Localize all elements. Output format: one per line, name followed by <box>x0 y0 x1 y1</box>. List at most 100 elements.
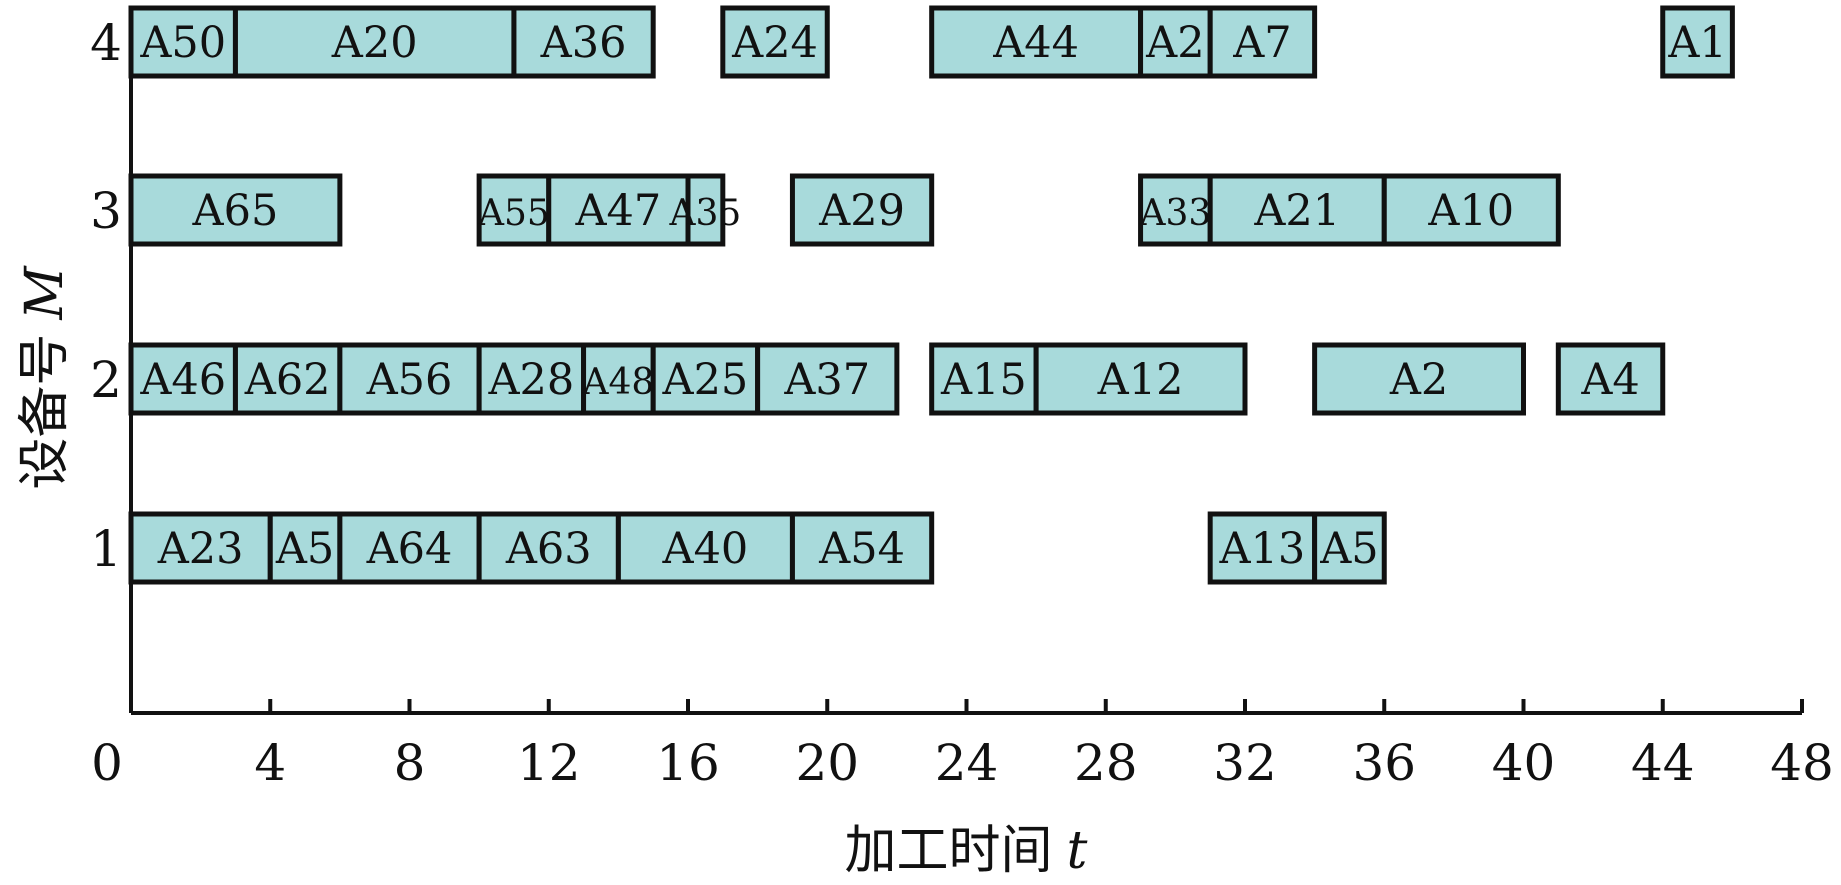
task-label: A4 <box>1580 355 1639 405</box>
x-tick-label: 20 <box>795 734 859 792</box>
task-label: A21 <box>1253 186 1340 236</box>
task-label: A63 <box>505 524 592 574</box>
x-tick-label: 16 <box>656 734 720 792</box>
y-tick-label: 3 <box>90 182 122 240</box>
task-bar-group: A25 <box>650 342 761 416</box>
task-bar <box>337 342 482 416</box>
task-bar-group: A12 <box>1033 342 1248 416</box>
x-tick-label: 0 <box>91 734 123 792</box>
task-bar <box>755 342 900 416</box>
x-tick-label: 8 <box>394 734 426 792</box>
y-axis-ticks: 1 2 3 4 <box>90 14 122 578</box>
task-bar <box>720 5 830 79</box>
task-label: A36 <box>540 18 627 68</box>
task-bar-group: A15 <box>929 342 1039 416</box>
task-bar <box>581 342 656 416</box>
x-tick-label: 4 <box>254 734 286 792</box>
task-bar-group: A47 <box>546 173 691 247</box>
task-bar-group: A10 <box>1381 173 1561 247</box>
task-bar-group: A13 <box>1207 511 1318 585</box>
task-bar-group: A1 <box>1660 5 1735 79</box>
task-bar-group: A23 <box>128 511 273 585</box>
task-bar <box>1138 173 1213 247</box>
x-tick-label: 12 <box>517 734 581 792</box>
x-tick-label: 24 <box>935 734 999 792</box>
task-bar-group: A37 <box>755 342 900 416</box>
task-label: A25 <box>662 355 749 405</box>
task-bar-group: A4 <box>1555 342 1666 416</box>
task-label: A37 <box>783 355 870 405</box>
task-bar-group: A2 <box>1138 5 1213 79</box>
task-bar <box>476 173 552 247</box>
task-bar-group: A54 <box>789 511 935 585</box>
task-label: A15 <box>940 355 1027 405</box>
task-label: A24 <box>731 18 818 68</box>
task-label: A40 <box>662 524 749 574</box>
task-bar <box>789 173 935 247</box>
task-bar-group: A33 <box>1138 173 1213 247</box>
task-bar <box>128 342 238 416</box>
task-label: A2 <box>1389 355 1448 405</box>
task-bar-group: A2 <box>1312 342 1526 416</box>
task-label: A5 <box>275 524 334 574</box>
task-bar-group: A5 <box>1312 511 1387 585</box>
task-label: A29 <box>818 186 905 236</box>
task-label: A44 <box>992 18 1079 68</box>
task-bar <box>1033 342 1248 416</box>
task-label: A23 <box>157 524 244 574</box>
y-tick-label: 4 <box>90 14 122 72</box>
task-bar <box>1312 511 1387 585</box>
task-bar <box>929 5 1144 79</box>
task-label: A13 <box>1219 524 1306 574</box>
task-label: A54 <box>818 524 905 574</box>
task-bar <box>232 5 517 79</box>
y-tick-label: 1 <box>90 520 122 578</box>
task-label: A62 <box>244 355 331 405</box>
task-bar-group: A56 <box>337 342 482 416</box>
task-bar <box>789 511 935 585</box>
task-bar <box>232 342 343 416</box>
task-bar <box>511 5 656 79</box>
task-bar-group: A64 <box>337 511 482 585</box>
task-bar-group: A46 <box>128 342 238 416</box>
task-bar <box>1381 173 1561 247</box>
task-bar <box>337 511 482 585</box>
task-bar-group: A35 <box>669 173 742 247</box>
task-label: A28 <box>487 355 574 405</box>
task-label: A1 <box>1667 18 1726 68</box>
task-label: A35 <box>669 193 742 234</box>
x-tick-label: 40 <box>1492 734 1556 792</box>
y-axis-title-text: 设备号 <box>15 334 75 490</box>
task-label: A56 <box>366 355 453 405</box>
task-label: A55 <box>477 193 550 234</box>
task-bar-group: A55 <box>476 173 552 247</box>
task-bar-group: A40 <box>615 511 795 585</box>
task-bar <box>476 511 621 585</box>
task-bar <box>1207 173 1387 247</box>
task-bar-group: A28 <box>476 342 587 416</box>
task-label: A2 <box>1145 18 1204 68</box>
x-axis-title-text: 加工时间 <box>845 821 1053 881</box>
x-tick-label: 36 <box>1352 734 1416 792</box>
task-label: A7 <box>1232 18 1291 68</box>
x-tick-label: 44 <box>1631 734 1695 792</box>
task-bar <box>1555 342 1666 416</box>
task-bar-group: A36 <box>511 5 656 79</box>
task-bar-group: A21 <box>1207 173 1387 247</box>
task-label: A47 <box>574 186 661 236</box>
task-bar-group: A44 <box>929 5 1144 79</box>
task-label: A64 <box>366 524 453 574</box>
task-bar <box>650 342 761 416</box>
x-tick-label: 32 <box>1213 734 1277 792</box>
y-tick-label: 2 <box>90 351 122 409</box>
task-bar-group: A5 <box>267 511 343 585</box>
task-bar <box>1207 5 1318 79</box>
task-bar <box>685 173 726 247</box>
task-label: A50 <box>139 18 226 68</box>
task-label: A5 <box>1319 524 1378 574</box>
task-bar-group: A48 <box>581 342 656 416</box>
